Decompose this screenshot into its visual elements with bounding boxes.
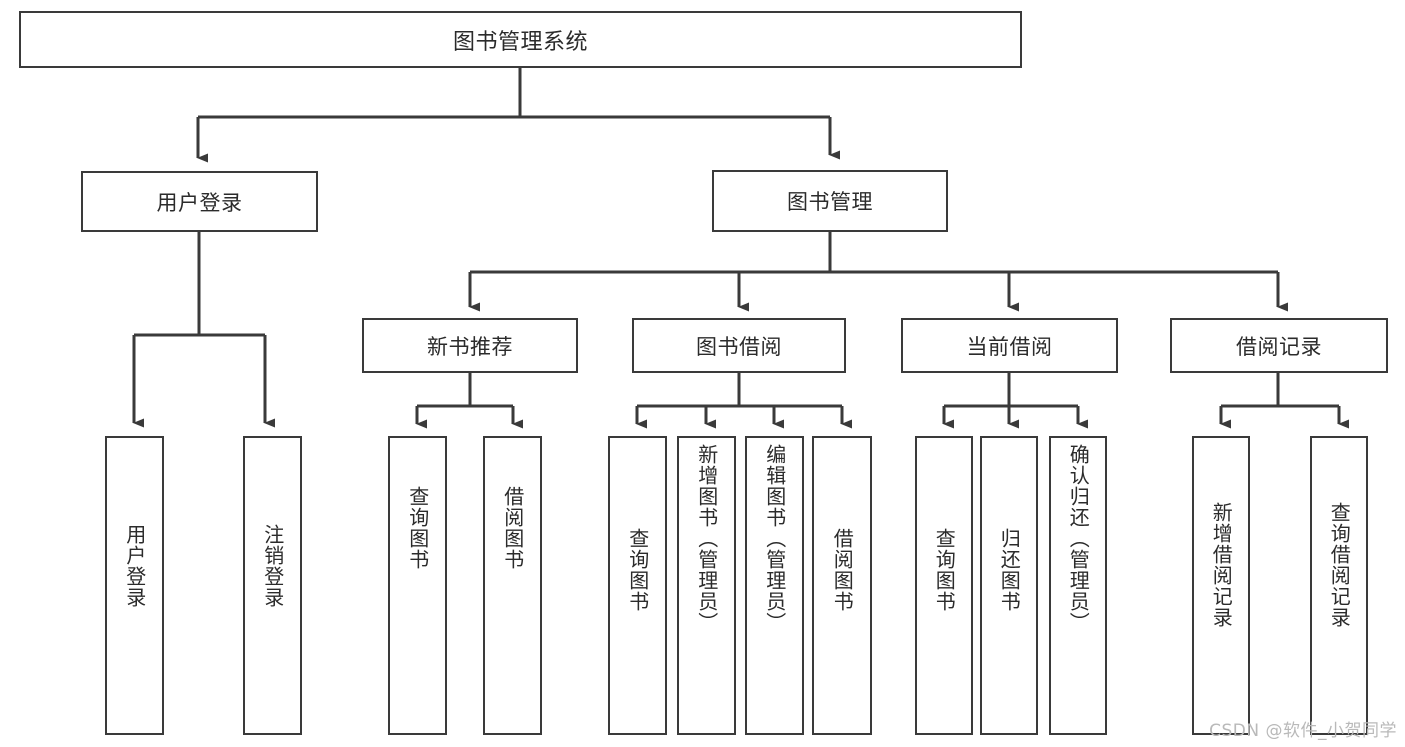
leaf-record-add-record[interactable]: 新增借阅记录: [1192, 436, 1250, 735]
leaf-new-book-query[interactable]: 查询图书: [388, 436, 447, 735]
node-label: 用户登录: [122, 524, 147, 608]
leaf-current-return-book[interactable]: 归还图书: [980, 436, 1038, 735]
node-current-borrow[interactable]: 当前借阅: [901, 318, 1118, 373]
node-label: 借阅图书: [830, 528, 855, 612]
node-label: 确认归还（管理员）: [1066, 444, 1091, 633]
leaf-user-login-signin[interactable]: 用户登录: [105, 436, 164, 735]
node-new-book-recommend[interactable]: 新书推荐: [362, 318, 578, 373]
node-label: 图书管理: [787, 190, 873, 214]
node-label: 图书管理系统: [452, 29, 588, 55]
leaf-borrow-query-book[interactable]: 查询图书: [608, 436, 667, 735]
node-label: 查询借阅记录: [1327, 502, 1352, 628]
node-label: 新增借阅记录: [1209, 502, 1234, 628]
leaf-record-query-record[interactable]: 查询借阅记录: [1310, 436, 1368, 735]
leaf-borrow-add-book-admin[interactable]: 新增图书（管理员）: [677, 436, 736, 735]
node-user-login[interactable]: 用户登录: [81, 171, 318, 232]
node-label: 借阅图书: [500, 486, 525, 570]
node-label: 查询图书: [405, 486, 430, 570]
node-label: 新书推荐: [427, 334, 513, 359]
leaf-user-login-signout[interactable]: 注销登录: [243, 436, 302, 735]
node-label: 图书借阅: [696, 334, 782, 359]
node-label: 查询图书: [932, 528, 957, 612]
node-label: 查询图书: [625, 528, 650, 612]
leaf-borrow-edit-book-admin[interactable]: 编辑图书（管理员）: [745, 436, 804, 735]
leaf-borrow-borrow-book[interactable]: 借阅图书: [812, 436, 872, 735]
node-book-borrow[interactable]: 图书借阅: [632, 318, 846, 373]
node-label: 当前借阅: [966, 334, 1053, 359]
leaf-new-book-borrow[interactable]: 借阅图书: [483, 436, 542, 735]
node-label: 编辑图书（管理员）: [762, 444, 787, 633]
watermark-text: CSDN @软件_小贺同学: [1209, 721, 1397, 741]
node-root-system[interactable]: 图书管理系统: [19, 11, 1022, 68]
node-label: 借阅记录: [1236, 334, 1322, 359]
node-label: 用户登录: [156, 190, 243, 215]
leaf-current-query-book[interactable]: 查询图书: [915, 436, 973, 735]
node-label: 注销登录: [260, 524, 285, 608]
leaf-current-confirm-return-admin[interactable]: 确认归还（管理员）: [1049, 436, 1107, 735]
node-borrow-record[interactable]: 借阅记录: [1170, 318, 1388, 373]
node-label: 新增图书（管理员）: [694, 444, 719, 633]
node-label: 归还图书: [997, 528, 1022, 612]
node-book-management[interactable]: 图书管理: [712, 170, 948, 232]
